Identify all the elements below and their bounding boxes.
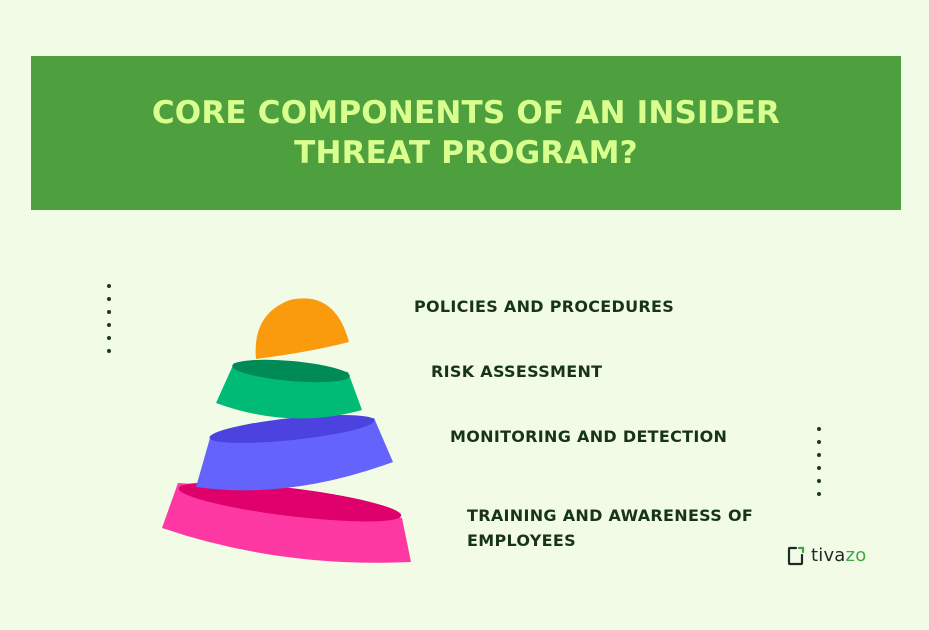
tivazo-logo: tivazo	[787, 545, 866, 566]
title-banner: CORE COMPONENTS OF AN INSIDER THREAT PRO…	[31, 56, 901, 210]
page-title: CORE COMPONENTS OF AN INSIDER THREAT PRO…	[151, 95, 781, 171]
tivazo-logo-icon	[787, 546, 805, 565]
pyramid-layer-policies	[255, 298, 349, 359]
decorative-dots-left	[107, 284, 111, 353]
layer-label-policies: POLICIES AND PROCEDURES	[414, 297, 675, 316]
pyramid-layer-risk	[216, 359, 362, 419]
layer-label-monitoring: MONITORING AND DETECTION	[450, 427, 728, 446]
layered-pyramid-diagram	[162, 298, 411, 563]
pyramid-layer-training	[162, 482, 411, 563]
layer-label-risk: RISK ASSESSMENT	[431, 362, 603, 381]
pyramid-layer-monitoring	[196, 415, 393, 491]
layer-label-training: TRAINING AND AWARENESS OF EMPLOYEES	[467, 506, 754, 550]
decorative-dots-right	[817, 427, 821, 496]
logo-wordmark: tivazo	[811, 545, 867, 566]
